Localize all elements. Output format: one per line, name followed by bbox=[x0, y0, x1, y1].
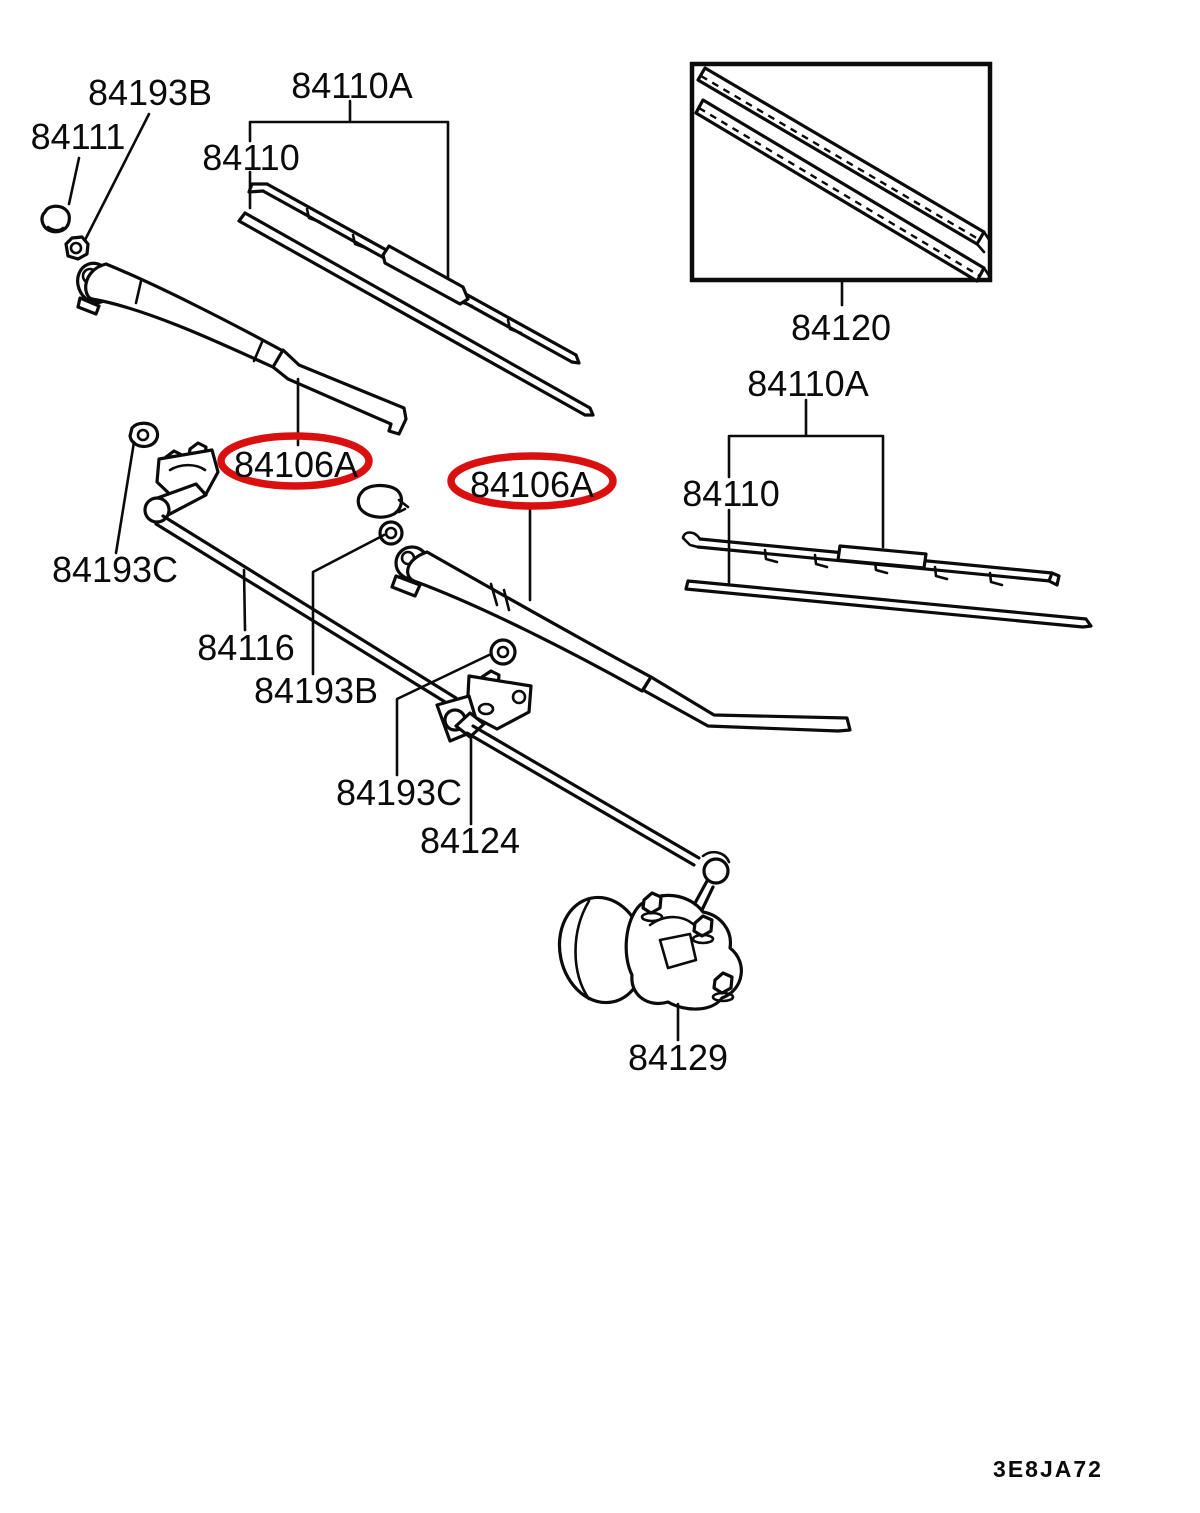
label-blade2-assembly: 84110A bbox=[747, 363, 868, 404]
leader-pivot2-nut bbox=[395, 653, 491, 777]
label-blade1-frame: 84110 bbox=[202, 137, 299, 178]
diagram-code: 3E8JA72 bbox=[993, 1456, 1103, 1482]
wiper-blade-1 bbox=[237, 182, 595, 417]
label-blade1-assembly: 84110A bbox=[291, 65, 412, 106]
label-arm1-highlight: 84106A bbox=[234, 444, 358, 485]
pivot-1-assembly bbox=[128, 421, 220, 524]
pivot-bushing-part bbox=[356, 483, 410, 546]
drive-rod-84124 bbox=[465, 724, 731, 885]
leader-pivot1-nut bbox=[114, 440, 136, 555]
label-pivot-bushing: 84193B bbox=[254, 670, 378, 711]
leader-link-rod bbox=[242, 568, 247, 632]
leader-pivot-bushing bbox=[311, 533, 386, 676]
wiper-blade-2 bbox=[681, 531, 1093, 629]
label-drive-rod: 84124 bbox=[420, 820, 520, 861]
leader-arm-nut bbox=[83, 112, 151, 242]
highlight-oval-arm1 bbox=[217, 432, 373, 490]
link-rod-84116 bbox=[154, 514, 458, 707]
label-arm2-highlight: 84106A bbox=[470, 464, 594, 505]
bracket-blade2 bbox=[727, 398, 885, 587]
label-refill-set: 84120 bbox=[791, 307, 891, 348]
label-cap: 84111 bbox=[31, 116, 126, 157]
wiper-motor bbox=[557, 879, 743, 1011]
label-blade2-frame: 84110 bbox=[682, 473, 779, 514]
bracket-blade1 bbox=[248, 99, 450, 279]
refill-box bbox=[689, 61, 993, 283]
leader-cap bbox=[67, 156, 81, 206]
label-wiper-motor: 84129 bbox=[628, 1037, 728, 1078]
pivot-cap-part bbox=[40, 204, 71, 234]
arm-nut-part bbox=[64, 235, 90, 261]
label-pivot1-nut: 84193C bbox=[52, 549, 178, 590]
wiper-arm-1 bbox=[76, 261, 408, 436]
highlight-oval-arm2 bbox=[447, 452, 617, 510]
label-link-rod: 84116 bbox=[197, 627, 294, 668]
wiper-arm-2 bbox=[390, 545, 852, 733]
pivot-2-assembly bbox=[435, 638, 533, 743]
label-arm-nut-top: 84193B bbox=[88, 72, 212, 113]
label-pivot2-nut: 84193C bbox=[336, 772, 462, 813]
